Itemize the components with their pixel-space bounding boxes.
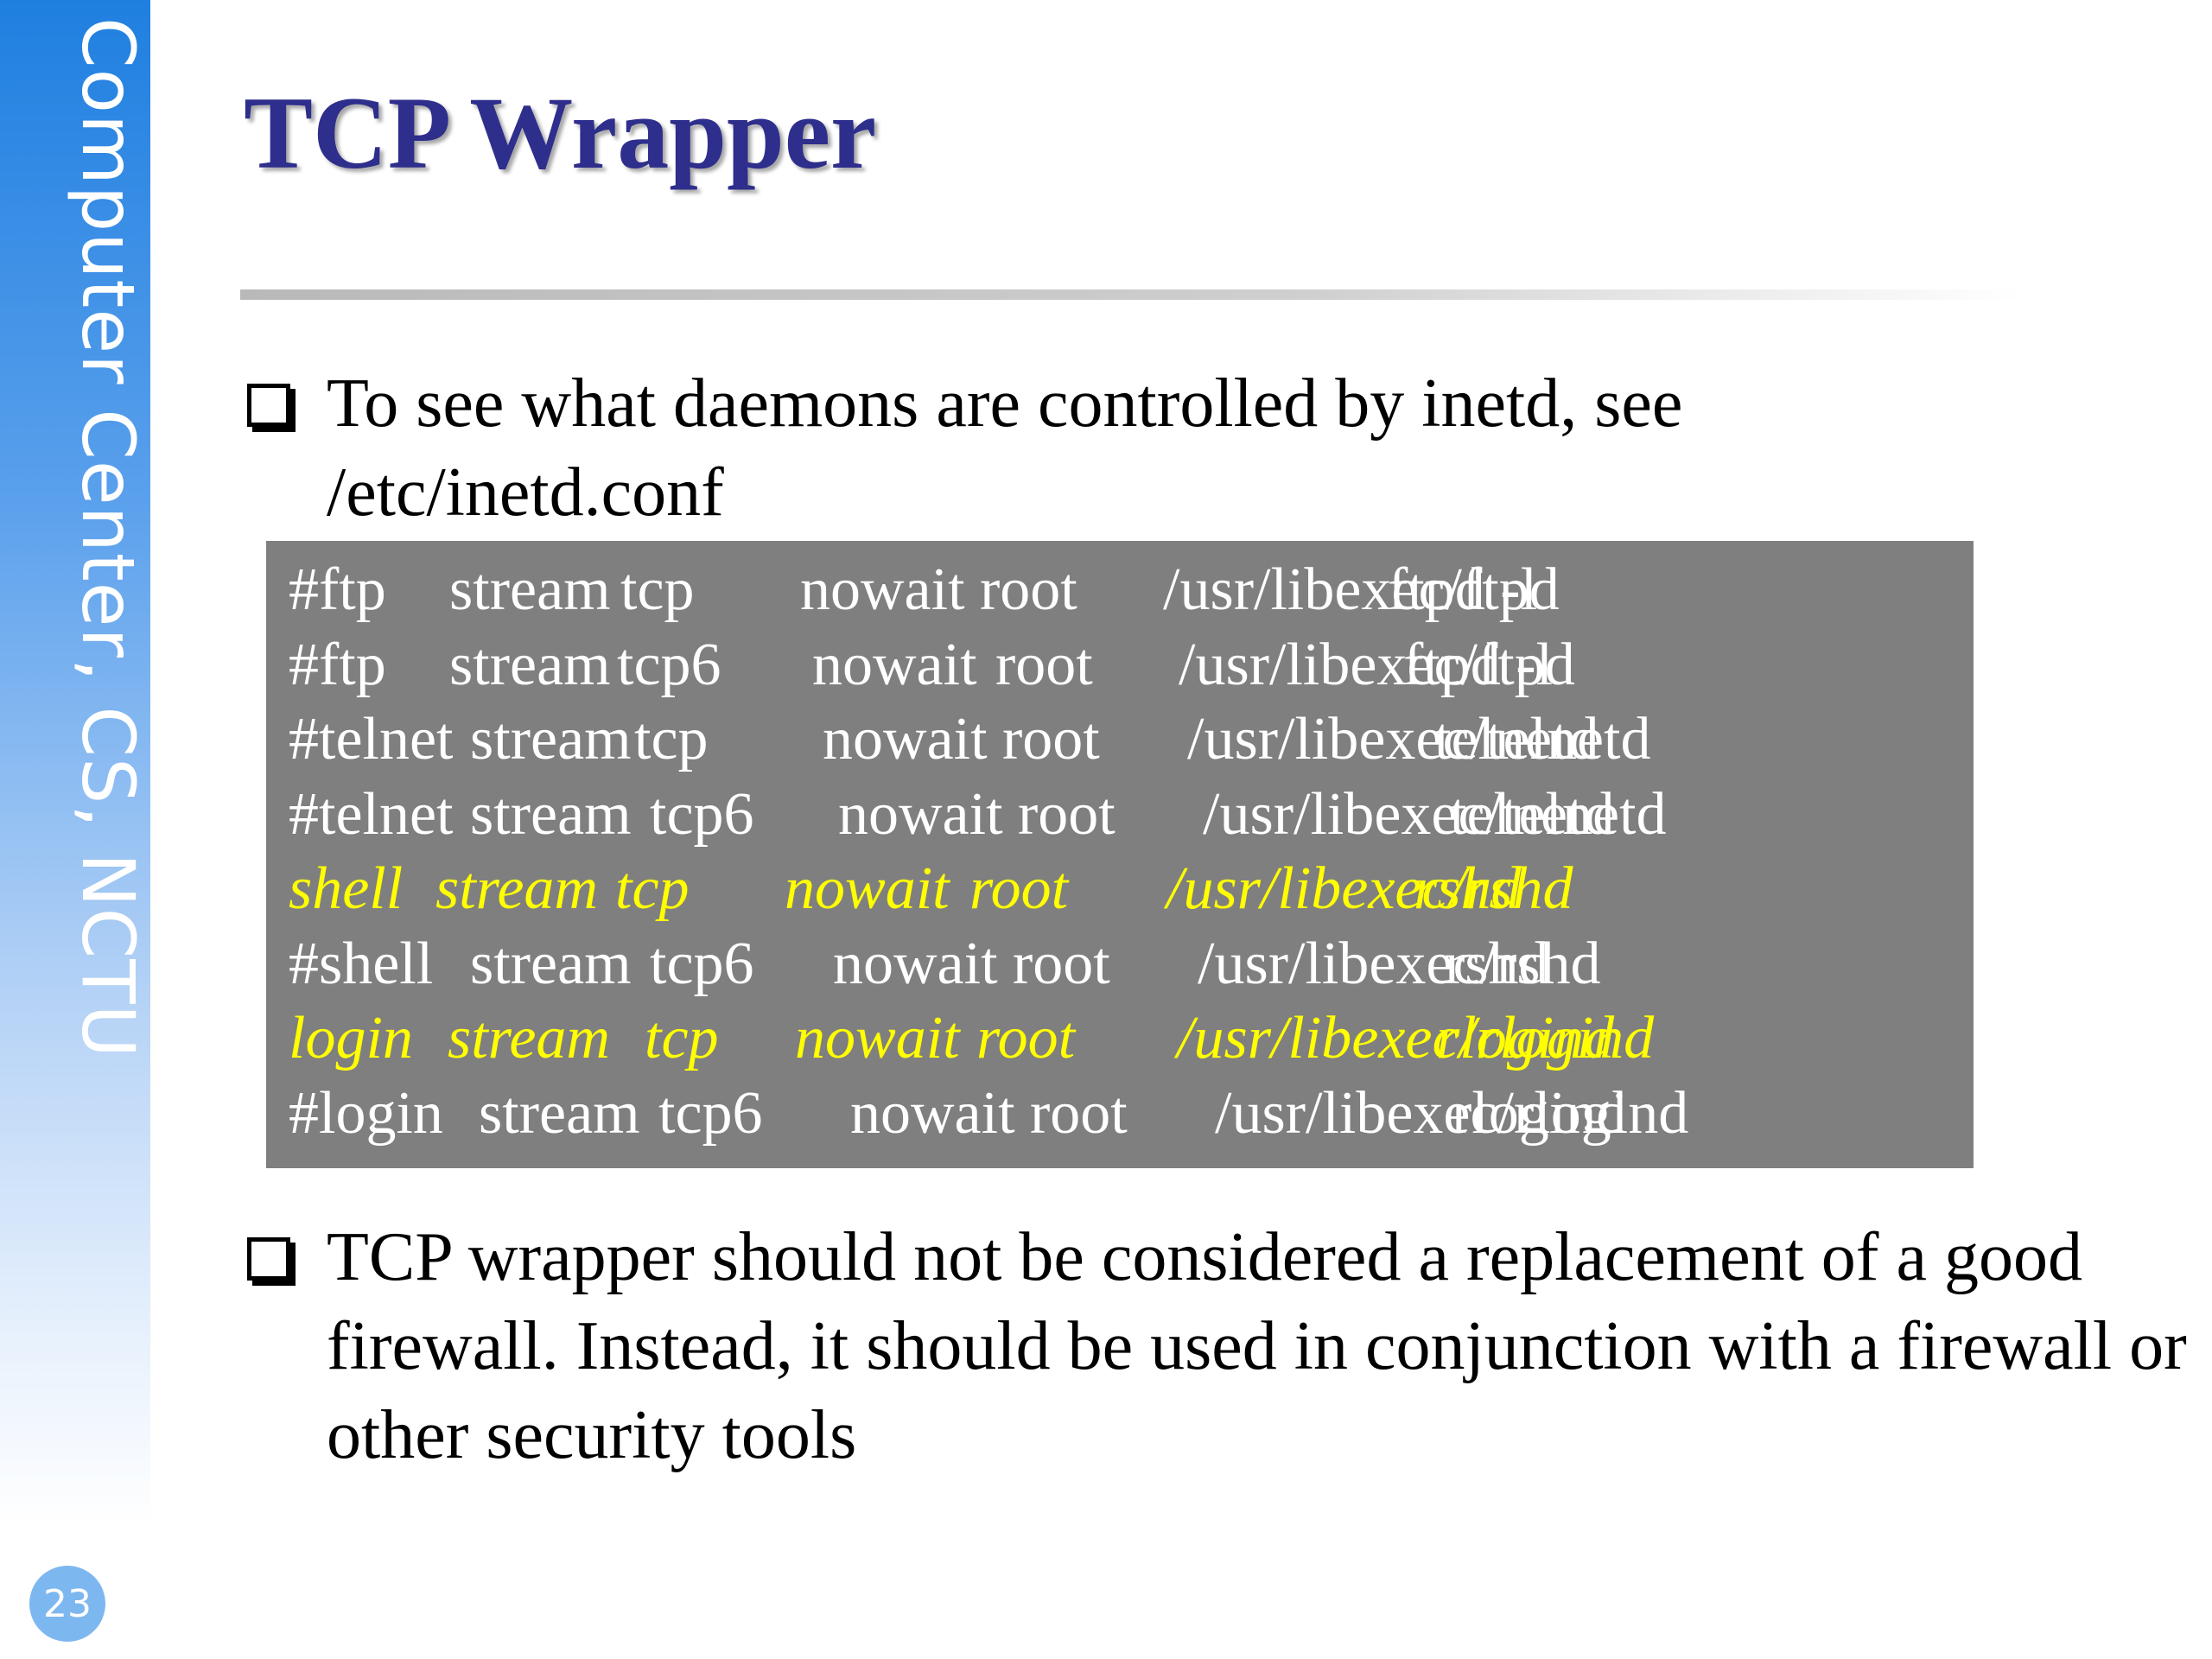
config-field-user: root (1002, 706, 1100, 772)
config-field-socket: stream (435, 855, 598, 922)
config-field-socket: stream (479, 1079, 640, 1147)
config-field-wait: nowait (850, 1079, 1015, 1147)
config-field-proto: tcp6 (650, 780, 754, 848)
config-field-proto: tcp6 (658, 1079, 763, 1147)
config-field-name: #telnet (289, 780, 454, 848)
config-field-args: telnetd (1434, 706, 1599, 772)
config-field-user: root (995, 631, 1093, 698)
config-field-socket: stream (448, 1005, 610, 1071)
bullet-text: To see what daemons are controlled by in… (327, 365, 1683, 531)
sidebar-label: Computer Center, CS, NCTU (66, 17, 150, 1059)
config-field-path: /usr/libexec/rshd (1198, 930, 1601, 997)
config-line: shell stream tcp nowait root/usr/libexec/rsh… (289, 852, 1974, 926)
title-divider (240, 289, 2020, 300)
config-field-wait: nowait (812, 631, 977, 698)
config-field-proto: tcp6 (617, 631, 721, 698)
config-field-wait: nowait (785, 855, 950, 922)
config-field-name: #login (289, 1079, 443, 1147)
config-field-user: root (1030, 1079, 1128, 1147)
config-field-args: telnetd (1450, 780, 1615, 848)
config-field-args: rlogind (1436, 1005, 1615, 1071)
bullet-item: TCP wrapper should not be considered a r… (247, 1213, 2187, 1490)
config-field-proto: tcp (645, 1005, 719, 1071)
config-field-path: /usr/libexec/telnetd (1187, 706, 1651, 772)
config-field-socket: stream (470, 780, 632, 848)
config-field-name: #shell (289, 930, 434, 997)
config-field-socket: stream (449, 556, 611, 623)
config-field-user: root (980, 556, 1077, 623)
config-field-path: /usr/libexec/ftpd (1163, 556, 1560, 623)
config-field-path: /usr/libexec/rlogind (1215, 1079, 1689, 1147)
bullet-item: To see what daemons are controlled by in… (247, 359, 2148, 550)
checkbox-bullet-icon (247, 1237, 290, 1281)
config-field-socket: stream (449, 631, 611, 698)
config-field-wait: nowait (833, 930, 998, 997)
config-field-wait: nowait (795, 1005, 960, 1071)
config-field-name: #ftp (289, 631, 386, 698)
config-field-path: /usr/libexec/rlogind (1177, 1005, 1655, 1071)
config-field-wait: nowait (823, 706, 988, 772)
config-field-args: ftpd -l (1388, 556, 1538, 623)
page-number-badge: 23 (29, 1566, 105, 1642)
config-field-wait: nowait (838, 780, 1003, 848)
config-field-proto: tcp (620, 556, 695, 623)
config-field-path: /usr/libexec/telnetd (1203, 780, 1667, 848)
config-field-user: root (976, 1005, 1076, 1071)
config-field-name: login (289, 1005, 413, 1071)
checkbox-bullet-icon (247, 384, 290, 427)
config-field-name: #telnet (289, 706, 454, 772)
config-field-args: rlogind (1452, 1079, 1627, 1147)
config-field-args: rshd (1414, 855, 1522, 922)
config-field-socket: stream (470, 706, 632, 772)
config-field-user: root (1013, 930, 1110, 997)
config-field-user: root (969, 855, 1069, 922)
config-field-args: ftpd -l (1403, 631, 1554, 698)
config-field-name: shell (289, 855, 404, 922)
config-field-path: /usr/libexec/ftpd (1179, 631, 1575, 698)
config-field-socket: stream (470, 930, 632, 997)
config-field-proto: tcp (615, 855, 690, 922)
slide-title: TCP Wrapper (244, 75, 877, 190)
config-field-name: #ftp (289, 556, 386, 623)
config-field-proto: tcp (634, 706, 709, 772)
config-field-wait: nowait (800, 556, 965, 623)
bullet-text: TCP wrapper should not be considered a r… (327, 1219, 2187, 1473)
config-field-proto: tcp6 (650, 930, 754, 997)
sidebar: Computer Center, CS, NCTU 23 (0, 0, 150, 1659)
config-field-path: /usr/libexec/rshd (1166, 855, 1573, 922)
config-field-args: rshd (1445, 930, 1549, 997)
config-field-user: root (1018, 780, 1116, 848)
